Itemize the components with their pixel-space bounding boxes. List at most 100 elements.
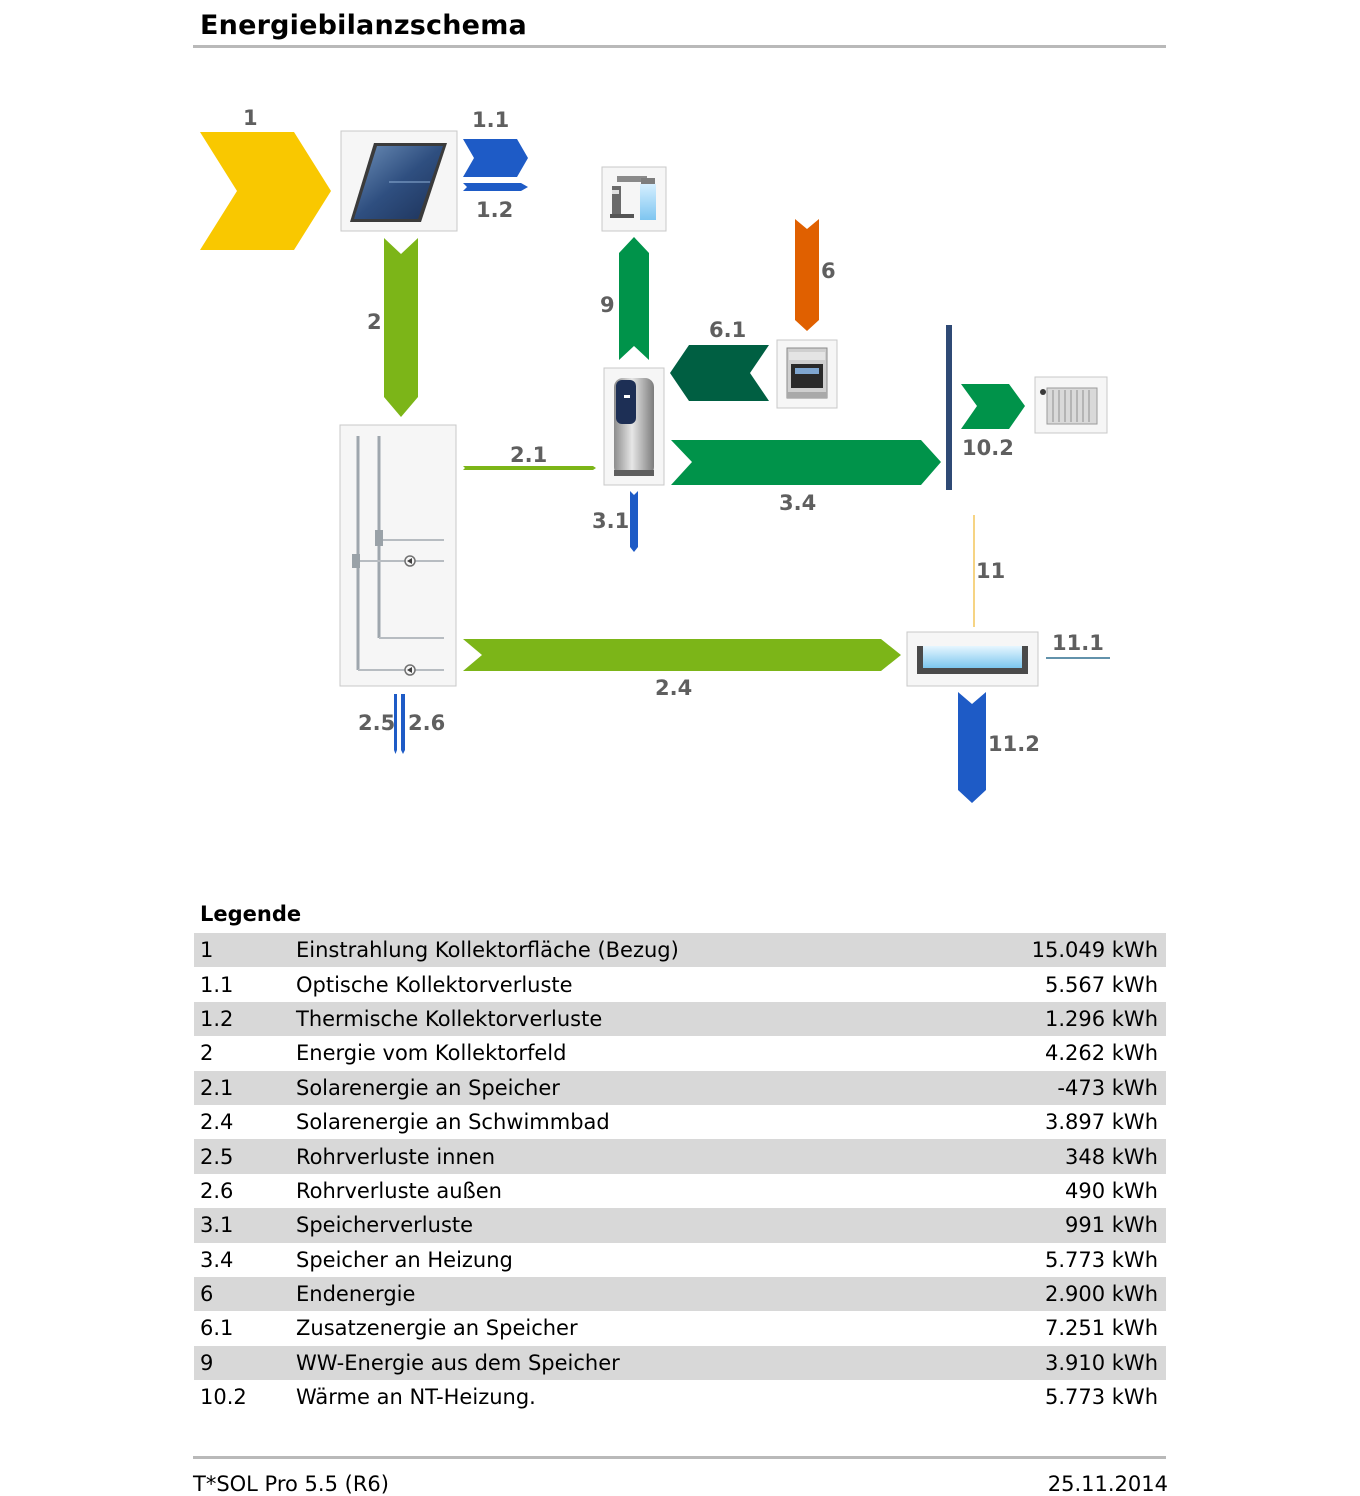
legend-id: 2.4 <box>200 1110 234 1135</box>
legend-id: 6 <box>194 1276 296 1312</box>
legend-id: 3.1 <box>194 1208 296 1243</box>
flow-arrow-2 <box>384 238 418 417</box>
legend-id: 2.1 <box>194 1070 296 1105</box>
legend-value: 3.910 kWh <box>939 1345 1166 1381</box>
legend-label: Energie vom Kollektorfeld <box>296 1041 567 1066</box>
legend-label: Speicherverluste <box>296 1208 940 1243</box>
label-2.4: 2.4 <box>655 676 692 700</box>
storage-tank-icon <box>603 367 665 486</box>
legend-label: Speicher an Heizung <box>296 1247 513 1272</box>
legend-row: 2 Energie vom Kollektorfeld 4.262 kWh <box>194 1036 1166 1070</box>
legend-value: 348 kWh <box>939 1139 1166 1174</box>
radiator-icon <box>1034 376 1108 434</box>
label-11: 11 <box>976 559 1005 583</box>
label-6.1: 6.1 <box>709 318 746 342</box>
legend-title: Legende <box>200 902 302 926</box>
label-9: 9 <box>600 293 615 317</box>
legend-value: 15.049 kWh <box>939 933 1166 968</box>
legend-label: Einstrahlung Kollektorfläche (Bezug) <box>296 933 940 968</box>
legend-label: Wärme an NT-Heizung. <box>296 1385 536 1410</box>
legend-value: 5.773 kWh <box>1044 1385 1158 1410</box>
legend-id: 2.6 <box>200 1178 234 1203</box>
label-3.4: 3.4 <box>779 491 816 515</box>
legend-id: 6.1 <box>200 1316 234 1341</box>
legend-id: 2 <box>200 1041 214 1066</box>
boiler-icon <box>776 339 838 409</box>
legend-value: 5.567 kWh <box>1044 972 1158 997</box>
label-2.6: 2.6 <box>408 711 445 735</box>
swimming-pool-icon <box>906 631 1039 687</box>
legend-label: Endenergie <box>296 1276 940 1312</box>
legend-value: 2.900 kWh <box>939 1276 1166 1312</box>
label-2.5: 2.5 <box>358 711 395 735</box>
shower-icon <box>601 166 667 232</box>
legend-id: 2.5 <box>194 1139 296 1174</box>
footer-date: 25.11.2014 <box>1047 1472 1168 1496</box>
legend-value: 991 kWh <box>939 1208 1166 1243</box>
legend-label: Optische Kollektorverluste <box>296 972 573 997</box>
legend-id: 1.1 <box>200 972 234 997</box>
legend-label: Solarenergie an Speicher <box>296 1070 940 1105</box>
flow-arrow-6 <box>795 219 819 331</box>
legend-value: -473 kWh <box>939 1070 1166 1105</box>
label-11.1: 11.1 <box>1052 631 1104 655</box>
label-1.1: 1.1 <box>472 108 509 132</box>
flow-arrow-10.2 <box>961 384 1025 429</box>
legend-id: 1 <box>194 933 296 968</box>
legend-label: Rohrverluste außen <box>296 1178 502 1203</box>
title-divider <box>193 45 1166 48</box>
flow-arrow-2.4 <box>463 639 901 671</box>
label-1.2: 1.2 <box>476 198 513 222</box>
legend-label: Rohrverluste innen <box>296 1139 940 1174</box>
legend-value: 1.296 kWh <box>939 1001 1166 1037</box>
legend-value: 490 kWh <box>1065 1178 1158 1203</box>
legend-value: 3.897 kWh <box>1044 1110 1158 1135</box>
legend-label: Thermische Kollektorverluste <box>296 1001 940 1037</box>
flow-arrow-3.1 <box>630 491 638 552</box>
flow-arrow-1.2 <box>463 183 528 191</box>
flow-arrow-6.1 <box>670 345 769 401</box>
legend-id: 3.4 <box>200 1247 234 1272</box>
label-3.1: 3.1 <box>592 509 629 533</box>
distribution-bar <box>946 325 952 490</box>
flow-arrow-1.1 <box>463 139 528 177</box>
energy-flow-diagram: 1 1.1 1.2 2 2.1 2.4 2.5 2.6 3.1 3.4 6 6.… <box>200 106 1110 803</box>
solar-collector-icon <box>340 130 458 232</box>
flow-arrow-2.5 <box>394 694 397 754</box>
label-6: 6 <box>821 259 836 283</box>
flow-arrow-2.1 <box>463 466 596 470</box>
legend-value: 7.251 kWh <box>1044 1316 1158 1341</box>
legend-row: 6.1 Zusatzenergie an Speicher 7.251 kWh <box>194 1311 1166 1345</box>
legend-label: Zusatzenergie an Speicher <box>296 1316 578 1341</box>
label-2.1: 2.1 <box>510 443 547 467</box>
label-1: 1 <box>243 106 258 130</box>
footer-divider <box>193 1456 1166 1459</box>
flow-arrow-9 <box>619 237 649 360</box>
legend-row: 10.2 Wärme an NT-Heizung. 5.773 kWh <box>194 1380 1166 1414</box>
flow-arrow-11.2 <box>958 692 986 803</box>
legend-row: 2.4 Solarenergie an Schwimmbad 3.897 kWh <box>194 1105 1166 1139</box>
legend-id: 10.2 <box>200 1385 247 1410</box>
legend-value: 4.262 kWh <box>1044 1041 1158 1066</box>
label-11.2: 11.2 <box>988 732 1040 756</box>
page-title: Energiebilanzschema <box>200 10 527 41</box>
footer-software-version: T*SOL Pro 5.5 (R6) <box>193 1472 389 1496</box>
label-2: 2 <box>367 310 382 334</box>
flow-arrow-1 <box>200 132 331 250</box>
legend-label: WW-Energie aus dem Speicher <box>296 1345 940 1381</box>
legend-label: Solarenergie an Schwimmbad <box>296 1110 610 1135</box>
legend-row: 2.6 Rohrverluste außen 490 kWh <box>194 1174 1166 1208</box>
flow-arrow-2.6 <box>401 694 405 754</box>
flow-arrow-3.4 <box>671 440 941 485</box>
label-10.2: 10.2 <box>962 436 1014 460</box>
solar-station-icon <box>339 424 457 687</box>
legend-id: 1.2 <box>194 1001 296 1037</box>
